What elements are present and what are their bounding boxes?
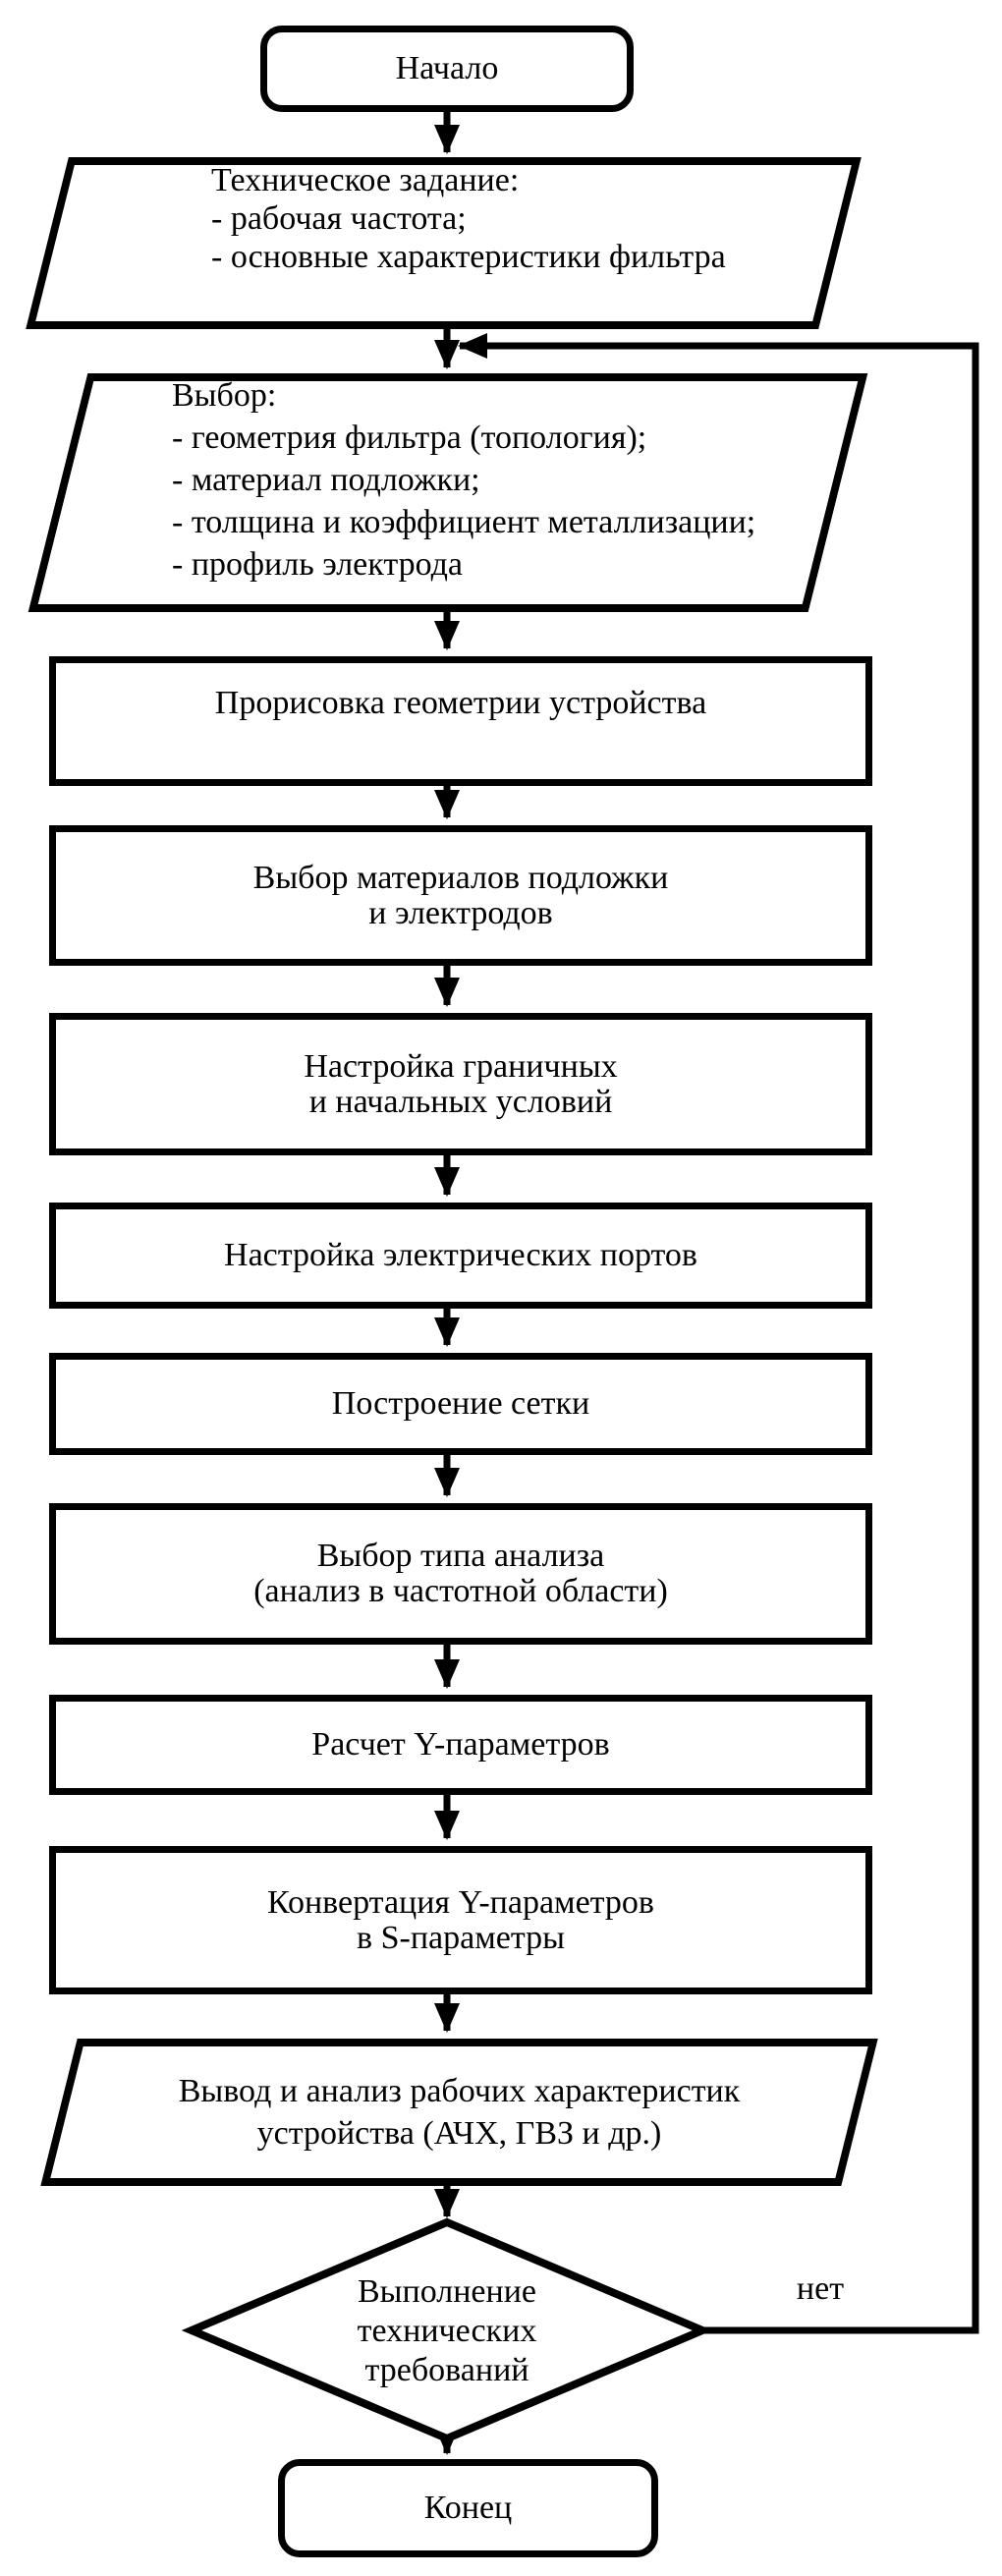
flowchart-node-output-label: Вывод и анализ рабочих характеристик уст… — [178, 2073, 741, 2152]
flowchart-node-draw: Прорисовка геометрии устройства — [49, 656, 872, 786]
flowchart-node-boundary: Настройка граничных и начальных условий — [49, 1013, 872, 1155]
flowchart-node-ports: Настройка электрических портов — [49, 1203, 872, 1309]
flowchart-node-end: Конец — [278, 2459, 658, 2557]
flowchart-node-start: Начало — [260, 26, 634, 112]
flowchart-node-convert: Конвертация Y-параметров в S-параметры — [49, 1846, 872, 1994]
flowchart-node-mesh: Построение сетки — [49, 1353, 872, 1455]
flowchart-node-choice-label: Выбор: - геометрия фильтра (топология); … — [172, 377, 756, 583]
flowchart-node-spec-label: Техническое задание: - рабочая частота; … — [211, 162, 726, 275]
feedback-no-line — [458, 333, 979, 2334]
edge-label-no: нет — [796, 2270, 845, 2307]
flowchart-node-yparams: Расчет Y-параметров — [49, 1695, 872, 1795]
flowchart-node-decision-label: Выполнение технических требований — [357, 2273, 537, 2388]
decision-diamond-shape — [181, 2217, 713, 2443]
flowchart-node-analysis: Выбор типа анализа (анализ в частотной о… — [49, 1503, 872, 1645]
flowchart-node-materials: Выбор материалов подложки и электродов — [49, 825, 872, 966]
